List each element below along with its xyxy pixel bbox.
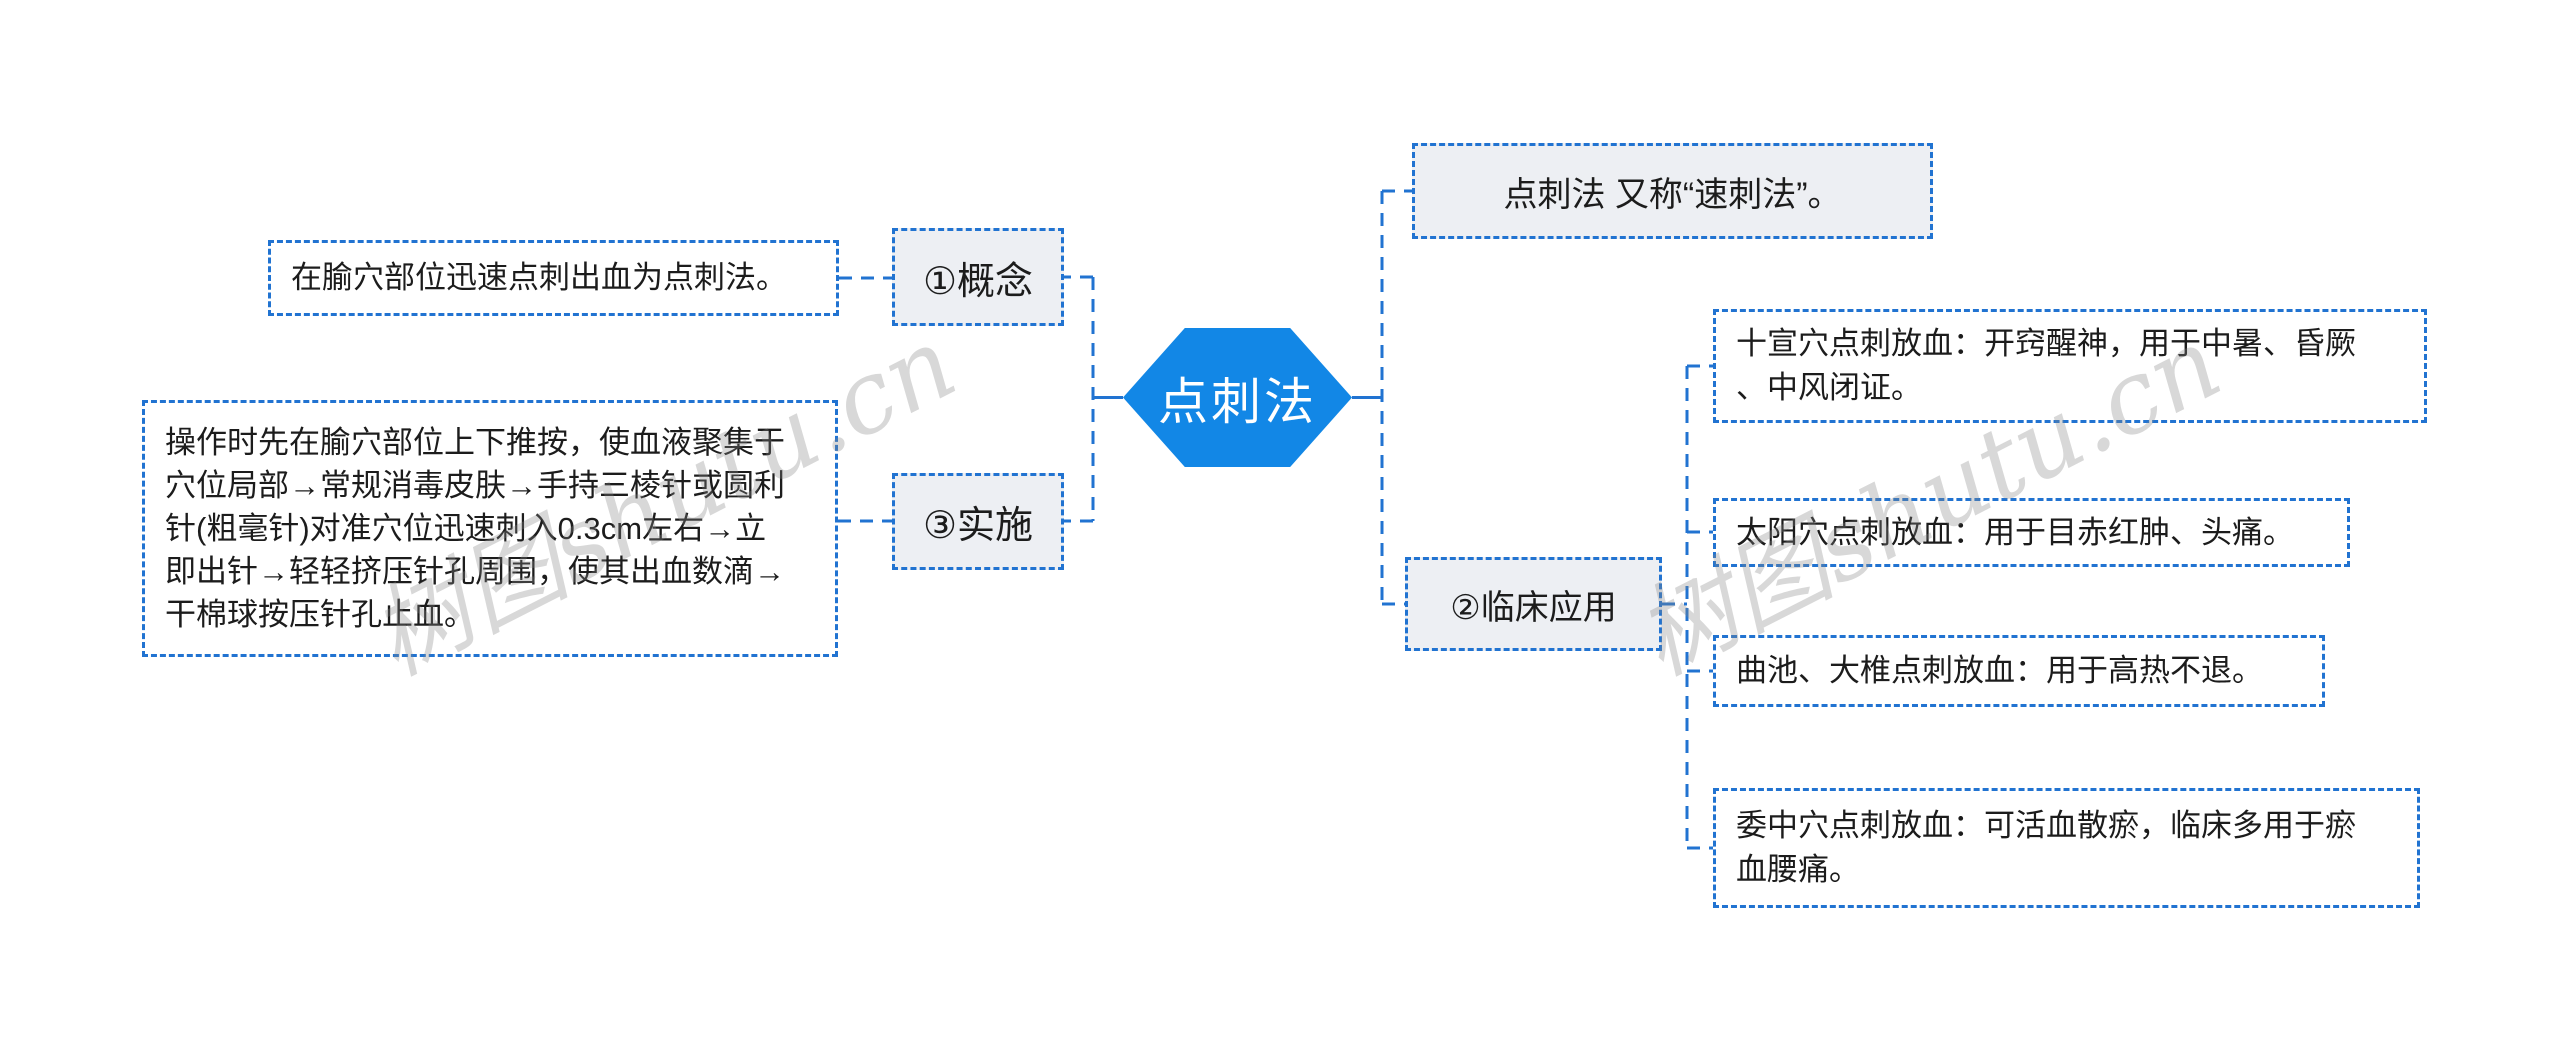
clinical-item-3[interactable]: 曲池、大椎点刺放血：用于高热不退。 — [1713, 635, 2325, 707]
concept-topic-node[interactable]: ①概念 — [892, 228, 1064, 326]
clinical-topic-node[interactable]: ②临床应用 — [1405, 557, 1662, 651]
clinical-item-4[interactable]: 委中穴点刺放血：可活血散瘀，临床多用于瘀 血腰痛。 — [1713, 788, 2420, 908]
clinical-item-2[interactable]: 太阳穴点刺放血：用于目赤红肿、头痛。 — [1713, 498, 2350, 567]
clinical-item-1[interactable]: 十宣穴点刺放血：开窍醒神，用于中暑、昏厥 、中风闭证。 — [1713, 309, 2427, 423]
alias-topic-node[interactable]: 点刺法 又称“速刺法”。 — [1412, 143, 1933, 239]
implementation-detail-node[interactable]: 操作时先在腧穴部位上下推按，使血液聚集于 穴位局部→常规消毒皮肤→手持三棱针或圆… — [142, 400, 838, 657]
implementation-topic-node[interactable]: ③实施 — [892, 473, 1064, 570]
concept-detail-node[interactable]: 在腧穴部位迅速点刺出血为点刺法。 — [268, 240, 839, 316]
